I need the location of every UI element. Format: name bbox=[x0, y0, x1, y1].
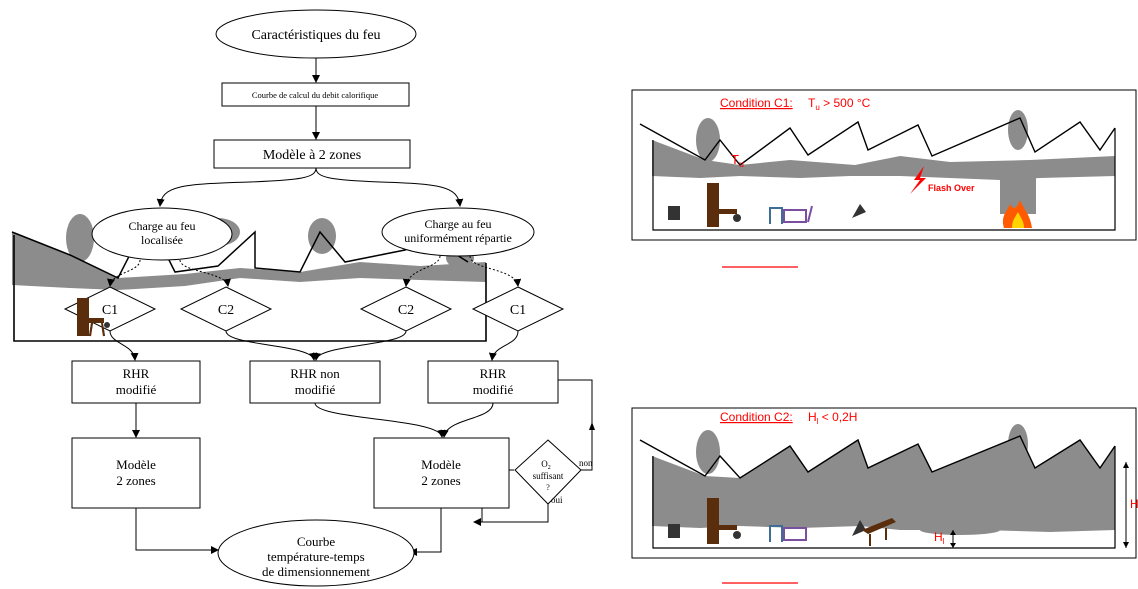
flowchart: Caractéristiques du feu Courbe de calcul… bbox=[63, 9, 595, 587]
no-label: non bbox=[579, 458, 593, 468]
model-right-line2: 2 zones bbox=[421, 473, 460, 488]
rhr-modified-right-line1: RHR bbox=[480, 366, 507, 381]
arrow bbox=[440, 402, 494, 438]
branch-arrow-left bbox=[156, 167, 317, 207]
smoke-layer-left bbox=[12, 232, 486, 290]
arrow bbox=[314, 402, 446, 438]
sawtooth-roof bbox=[11, 223, 469, 279]
lightning-icon bbox=[910, 166, 926, 194]
printer-icon bbox=[668, 206, 680, 220]
c2-right-label: C2 bbox=[398, 303, 414, 318]
smoke-plume bbox=[1008, 424, 1028, 464]
c1-right-label: C1 bbox=[510, 303, 526, 318]
chair-icon bbox=[733, 214, 741, 222]
panel-c1: Condition C1: Tu > 500 °C Tu Flash Over bbox=[631, 89, 1137, 268]
rhr-unmodified-line2: modifié bbox=[295, 382, 336, 397]
start-label: Caractéristiques du feu bbox=[251, 28, 380, 43]
arrow-to-end-right bbox=[409, 508, 442, 556]
desk-icon bbox=[88, 318, 104, 323]
arrow-to-end-left bbox=[135, 508, 219, 554]
smoke-plume bbox=[696, 118, 720, 162]
c1-left-label: C1 bbox=[102, 303, 118, 318]
tu-label: Tu bbox=[731, 152, 744, 169]
chair-blue-icon bbox=[769, 525, 783, 542]
room-walls-c2 bbox=[652, 446, 1116, 549]
rhr-modified-right-box bbox=[427, 360, 559, 404]
arrow-to-c2-right bbox=[402, 255, 441, 287]
chair-blue-icon bbox=[769, 207, 783, 224]
lamp-icon bbox=[852, 520, 866, 536]
smoke-plume bbox=[696, 430, 720, 474]
o2-question-mark: ? bbox=[546, 483, 550, 492]
arrow bbox=[225, 330, 318, 361]
branch-arrow-right bbox=[315, 167, 464, 207]
flashover-label: Flash Over bbox=[928, 183, 975, 193]
room-walls-c1 bbox=[652, 128, 1116, 231]
model-left-box bbox=[71, 437, 201, 509]
path-yes bbox=[481, 504, 549, 523]
end-line2: température-temps bbox=[267, 549, 364, 564]
rhr-modified-left-line1: RHR bbox=[123, 366, 150, 381]
smoke-plume bbox=[308, 218, 336, 254]
load-localized-line2: localisée bbox=[141, 233, 183, 247]
printer-icon bbox=[668, 524, 680, 538]
chair-icon bbox=[733, 531, 741, 539]
arrow-to-c2-left bbox=[179, 259, 231, 287]
o2-sufficient-label: suffisant bbox=[533, 471, 564, 481]
c2-left-label: C2 bbox=[218, 303, 234, 318]
load-localized-ellipse bbox=[91, 207, 233, 261]
condition-c1-formula: Tu > 500 °C bbox=[808, 96, 871, 112]
panel-c2: Condition C2: Hl < 0,2H H Hl bbox=[631, 407, 1138, 584]
model-left-line1: Modèle bbox=[116, 457, 156, 472]
rhr-modified-left-box bbox=[71, 360, 201, 404]
hl-label: Hl bbox=[934, 530, 945, 546]
smoke-layer-c2 bbox=[652, 436, 1115, 532]
sofa-icon bbox=[783, 527, 807, 541]
smoke-layer-c1 bbox=[652, 140, 1115, 180]
h-label: H bbox=[1130, 497, 1138, 511]
end-line1: Courbe bbox=[297, 534, 336, 549]
cabinet-icon bbox=[707, 183, 719, 227]
lamp-icon bbox=[852, 204, 866, 218]
cabinet-icon bbox=[77, 298, 89, 336]
desk-icon bbox=[719, 209, 737, 214]
desk-icon bbox=[719, 525, 737, 530]
condition-c2-formula: Hl < 0,2H bbox=[808, 410, 857, 426]
rhr-modified-left-line2: modifié bbox=[116, 382, 157, 397]
table-icon bbox=[862, 518, 896, 534]
condition-c2-label: Condition C2: bbox=[720, 410, 793, 424]
smoke-plume bbox=[66, 214, 94, 262]
room-walls bbox=[13, 235, 487, 342]
cabinet-icon bbox=[707, 498, 719, 544]
load-uniform-line1: Charge au feu bbox=[424, 217, 491, 231]
rhr-unmodified-box bbox=[249, 360, 381, 404]
end-line3: de dimensionnement bbox=[262, 564, 370, 579]
rhr-modified-right-line2: modifié bbox=[473, 382, 514, 397]
calc-curve-label: Courbe de calcul du debit calorifique bbox=[252, 90, 378, 100]
o2-label: O2 bbox=[541, 459, 551, 471]
two-zone-model-label: Modèle à 2 zones bbox=[263, 148, 361, 163]
smoke-plume bbox=[1008, 110, 1028, 150]
arrow bbox=[109, 330, 139, 361]
sawtooth-roof-c1 bbox=[639, 117, 1116, 166]
sofa-icon bbox=[783, 209, 807, 223]
load-uniform-ellipse bbox=[381, 207, 535, 257]
model-right-line1: Modèle bbox=[421, 457, 461, 472]
model-left-line2: 2 zones bbox=[116, 473, 155, 488]
arrow-to-c1-right bbox=[469, 255, 522, 287]
smoke-edge bbox=[920, 525, 1000, 535]
load-uniform-line2: uniformément répartie bbox=[404, 231, 512, 245]
arrow bbox=[312, 330, 407, 361]
load-localized-line1: Charge au feu bbox=[128, 219, 195, 233]
yes-label: oui bbox=[551, 495, 563, 505]
condition-c1-label: Condition C1: bbox=[720, 96, 793, 110]
rhr-unmodified-line1: RHR non bbox=[290, 366, 340, 381]
two-zone-model-box bbox=[213, 139, 411, 169]
arrow bbox=[488, 330, 519, 361]
chair-icon bbox=[104, 322, 110, 328]
end-ellipse bbox=[217, 519, 415, 587]
sawtooth-roof-c2 bbox=[639, 435, 1116, 479]
